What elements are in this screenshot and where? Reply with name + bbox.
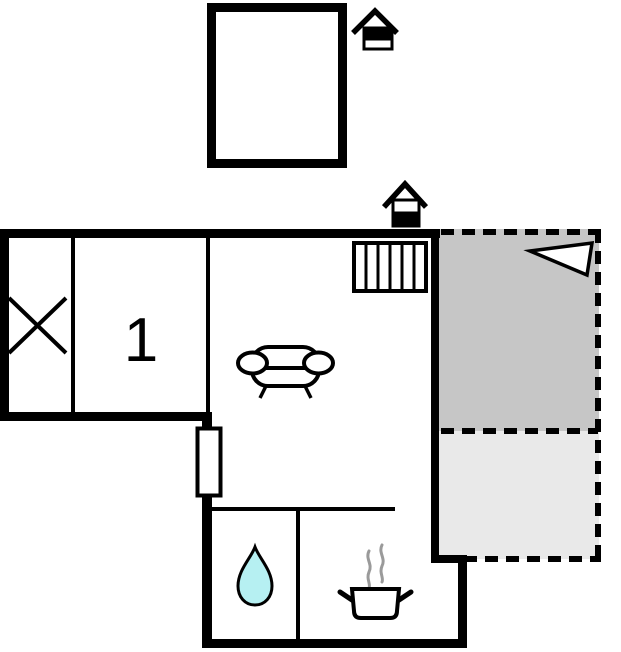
exterior-walls [0,229,467,648]
x-cross-icon [7,296,68,355]
stairs-icon [352,241,428,293]
house-ground-floor-icon [381,179,429,228]
sofa-icon [236,345,335,399]
water-drop-icon [236,542,274,607]
triangle-pointer-icon [523,240,595,278]
interior-walls [71,238,395,642]
terrace [439,229,601,562]
cooking-pot-icon [337,543,414,620]
terrace-lower-area [439,431,599,559]
annex-outline [207,3,347,168]
house-upper-floor-icon [351,7,399,51]
room-1-label: 1 [124,306,158,375]
door-rectangle-icon [195,426,223,498]
